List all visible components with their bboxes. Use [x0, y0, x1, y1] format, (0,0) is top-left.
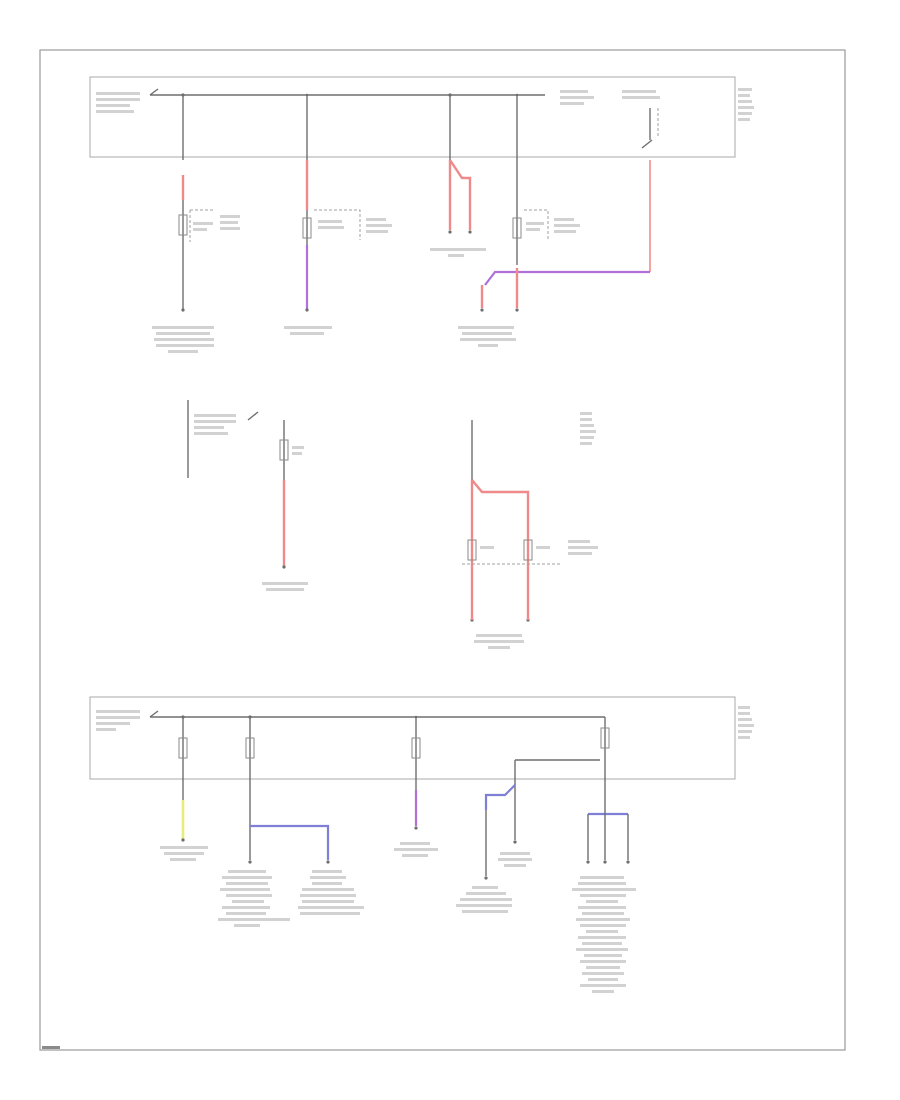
b2-blue-wire: [250, 824, 330, 860]
b3-end: [414, 826, 418, 830]
branch3-component-label: [430, 248, 486, 257]
top-module-box: [89, 76, 736, 158]
middle-left-fuse-label: [292, 446, 304, 455]
b2-fuse: [245, 737, 255, 759]
middle-right-fuse-a: [467, 539, 477, 561]
b4-component-label-b: [498, 852, 532, 867]
top-relay-label: [560, 90, 594, 105]
bottom-switch-contact: [149, 710, 159, 718]
b2-end-b: [326, 860, 330, 864]
branch2-fuse: [302, 217, 312, 239]
top-relay-contact: [641, 139, 653, 149]
b5-component-label: [572, 876, 636, 993]
b5-end-a: [586, 860, 590, 864]
b5-end-c: [626, 860, 630, 864]
branch1-fuse: [178, 214, 188, 236]
page-code-mark: [42, 1046, 60, 1049]
b2-end-a: [248, 860, 252, 864]
branch4-dash: [524, 209, 549, 240]
middle-right-fuse-b: [523, 539, 533, 561]
branch2-component-label: [284, 326, 332, 335]
b2-component-label-a: [218, 870, 290, 927]
branch2-fuse-label: [318, 220, 344, 229]
branch1-relay-label: [220, 215, 240, 230]
b4-end-a: [484, 876, 488, 880]
branch3-end-b: [468, 230, 472, 234]
middle-right-fuse-label: [480, 546, 550, 549]
top-panel: [89, 76, 754, 353]
bottom-panel-side-label: [738, 706, 754, 739]
b5-taps: [587, 800, 629, 860]
branch4-end-b: [515, 308, 519, 312]
branch4-end-a: [480, 308, 484, 312]
middle-section: [187, 400, 598, 649]
bottom-module-box: [89, 696, 736, 780]
branch2-relay-label: [366, 218, 392, 233]
branch2-end: [305, 308, 309, 312]
middle-right-relay-label: [568, 540, 598, 555]
middle-left-end: [282, 565, 286, 569]
branch4-fuse: [512, 217, 522, 239]
bottom-panel: [89, 696, 754, 993]
branch4-purple-feed: [484, 270, 650, 286]
branch1-dash: [189, 209, 214, 242]
b2-component-label-b: [298, 870, 364, 915]
b3-component-label: [394, 842, 438, 857]
top-panel-label: [96, 92, 140, 113]
bottom-panel-label: [96, 710, 140, 731]
b4-blue-wire: [484, 784, 516, 810]
b1-component-label: [160, 846, 208, 861]
middle-right-component-label: [474, 634, 524, 649]
b5-fuse: [600, 727, 610, 749]
branch3-red-split: [448, 159, 472, 230]
branch4-relay-label: [554, 218, 580, 233]
b1-fuse: [178, 737, 188, 759]
b4-component-label-a: [456, 886, 512, 913]
middle-right-side-label: [580, 412, 596, 445]
b1-end: [181, 838, 185, 842]
top-switch-contact: [149, 88, 159, 96]
branch1-component-label: [152, 326, 214, 353]
branch2-dash: [314, 209, 361, 240]
diagram-frame: [39, 49, 846, 1051]
b3-fuse: [411, 737, 421, 759]
branch4-fuse-label: [526, 222, 544, 231]
middle-left-switch: [247, 411, 259, 421]
middle-left-label: [194, 414, 236, 435]
branch1-fuse-label: [193, 222, 213, 231]
middle-left-fuse: [279, 439, 289, 461]
branch4-component-label: [458, 326, 516, 347]
middle-right-red-split: [470, 479, 530, 600]
b5-end-b: [603, 860, 607, 864]
branch1-end: [181, 308, 185, 312]
branch3-end-a: [448, 230, 452, 234]
b4-feed: [514, 759, 600, 840]
middle-left-component-label: [262, 582, 308, 591]
top-relay-label-2: [622, 90, 660, 99]
branch4-red-lower: [480, 268, 519, 308]
middle-right-red-lower: [470, 600, 530, 620]
b4-end-b: [513, 840, 517, 844]
top-panel-side-label: [738, 88, 754, 121]
